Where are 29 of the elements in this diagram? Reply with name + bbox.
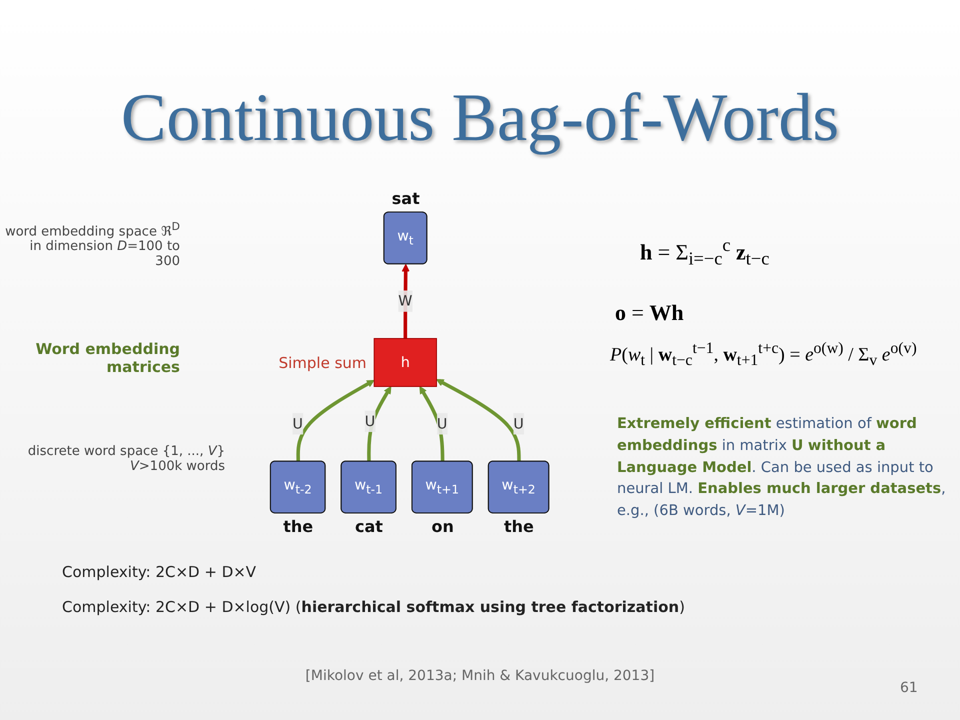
arrow	[436, 379, 522, 462]
edge-label: U	[514, 414, 524, 432]
node-caption: Simple sum	[278, 354, 366, 372]
formula: o = Wh	[615, 300, 684, 326]
node-caption: the	[504, 516, 534, 536]
edge-label: U	[292, 414, 304, 432]
note-paragraph: Extremely efficient estimation of word embeddings in matrix U without a Language Model. Can be used as input to neural LM. Enables much larger datasets, e.g., (6B words, V=1M)	[617, 415, 947, 521]
page-number: 61	[900, 680, 918, 696]
axis-caption: discrete word space {1, ..., V} V>100k words	[26, 444, 225, 474]
node-caption: sat	[392, 189, 420, 208]
arrow	[402, 264, 410, 338]
axis-caption: word embedding space ℜ$^{D}$ in dimension D=100 to 300	[5, 220, 180, 270]
node-caption: cat	[354, 516, 383, 536]
slide-title: Continuous Bag-of-Words	[120, 78, 840, 157]
edge-label: U	[365, 412, 376, 430]
edge-label: W	[398, 292, 413, 310]
arrow	[420, 386, 445, 462]
edge-label: U	[437, 414, 448, 432]
node-caption: the	[283, 516, 314, 536]
arrow	[296, 380, 375, 462]
complexity-note: Complexity: 2C×D + D×V	[62, 563, 256, 581]
citation: [Mikolov et al, 2013a; Mnih & Kavukcuoglu, 2013]	[304, 668, 656, 684]
complexity-note: Complexity: 2C×D + D×log(V) (hierarchical softmax using tree factorization)	[62, 598, 685, 616]
formula: h = Σ$_{i=−c}$$^{c}$ z$_{t−c}$	[640, 235, 770, 270]
node-box: h	[374, 338, 438, 387]
node-caption: on	[432, 516, 454, 536]
formula: P(w$_{t}$ | w$_{t−c}$$^{t−1}$, w$_{t+1}$$^{t+c}$) = e$^{o(w)}$ / Σ$_{v}$ e$^{o(v)}$	[610, 340, 918, 370]
axis-caption: Word embedding matrices	[34, 340, 180, 376]
arrow	[368, 386, 392, 462]
